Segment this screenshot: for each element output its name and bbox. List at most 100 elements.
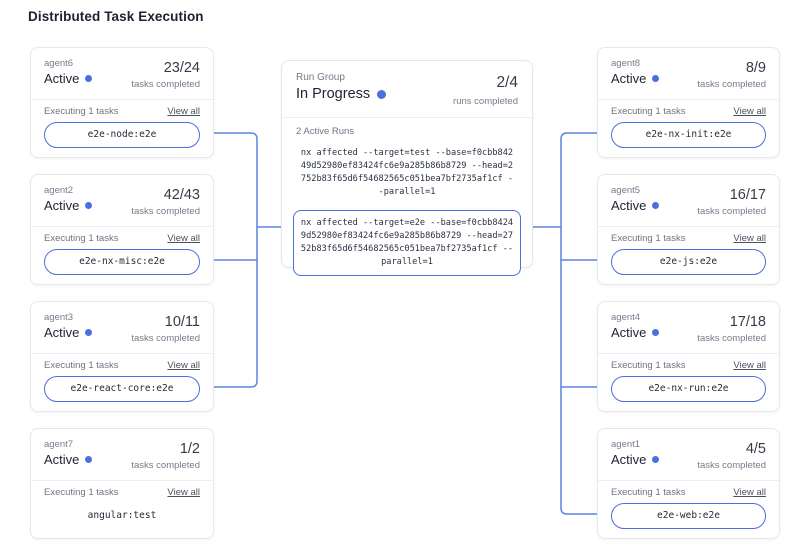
active-status-dot	[85, 456, 92, 463]
agent-name: agent3	[44, 312, 92, 323]
agent-card-footer: Executing 1 tasks View all e2e-nx-run:e2…	[598, 354, 779, 411]
agent-status-label: Active	[44, 198, 79, 213]
executing-label: Executing 1 tasks	[44, 487, 118, 498]
agent-card-footer: Executing 1 tasks View all e2e-react-cor…	[31, 354, 213, 411]
task-pill[interactable]: e2e-nx-init:e2e	[611, 122, 766, 148]
active-status-dot	[85, 202, 92, 209]
agent-card-footer: Executing 1 tasks View all e2e-nx-misc:e…	[31, 227, 213, 284]
executing-label: Executing 1 tasks	[44, 233, 118, 244]
task-pill[interactable]: e2e-nx-run:e2e	[611, 376, 766, 402]
run-group-body: 2 Active Runs nx affected --target=test …	[282, 118, 532, 276]
run-group-header: Run Group In Progress 2/4 runs completed	[282, 61, 532, 117]
task-count: 1/2	[131, 441, 200, 457]
in-progress-status-dot	[377, 90, 386, 99]
runs-count-label: runs completed	[453, 96, 518, 107]
task-count: 17/18	[697, 314, 766, 330]
agent-status-label: Active	[44, 452, 79, 467]
agent-card-header: agent6 Active 23/24 tasks completed	[31, 48, 213, 99]
task-count-label: tasks completed	[697, 206, 766, 217]
agent-status: Active	[44, 198, 92, 213]
run-command-test: nx affected --target=test --base=f0cbb84…	[293, 141, 521, 205]
agent-status-label: Active	[611, 325, 646, 340]
view-all-link[interactable]: View all	[167, 487, 200, 498]
agent-card-footer: Executing 1 tasks View all e2e-nx-init:e…	[598, 100, 779, 157]
task-count: 42/43	[131, 187, 200, 203]
task-count-label: tasks completed	[131, 79, 200, 90]
agent-status: Active	[611, 71, 659, 86]
agent-card-header: agent3 Active 10/11 tasks completed	[31, 302, 213, 353]
agent-card-footer: Executing 1 tasks View all e2e-node:e2e	[31, 100, 213, 157]
view-all-link[interactable]: View all	[167, 233, 200, 244]
view-all-link[interactable]: View all	[733, 360, 766, 371]
agent-card-agent3: agent3 Active 10/11 tasks completed Exec…	[30, 301, 214, 412]
agent-status-label: Active	[611, 71, 646, 86]
active-status-dot	[652, 202, 659, 209]
agent-card-header: agent5 Active 16/17 tasks completed	[598, 175, 779, 226]
view-all-link[interactable]: View all	[733, 487, 766, 498]
executing-label: Executing 1 tasks	[611, 106, 685, 117]
agent-card-header: agent8 Active 8/9 tasks completed	[598, 48, 779, 99]
task-count-label: tasks completed	[131, 460, 200, 471]
agent-card-agent8: agent8 Active 8/9 tasks completed Execut…	[597, 47, 780, 158]
task-count-label: tasks completed	[697, 460, 766, 471]
view-all-link[interactable]: View all	[733, 233, 766, 244]
page-title: Distributed Task Execution	[28, 9, 204, 24]
task-count-label: tasks completed	[697, 333, 766, 344]
executing-label: Executing 1 tasks	[611, 487, 685, 498]
agent-name: agent7	[44, 439, 92, 450]
agent-name: agent5	[611, 185, 659, 196]
run-command-e2e: nx affected --target=e2e --base=f0cbb842…	[293, 210, 521, 276]
agent-status: Active	[611, 198, 659, 213]
task-count: 4/5	[697, 441, 766, 457]
executing-label: Executing 1 tasks	[611, 233, 685, 244]
task-count-label: tasks completed	[131, 333, 200, 344]
task-count: 8/9	[697, 60, 766, 76]
agent-status: Active	[611, 325, 659, 340]
active-status-dot	[85, 329, 92, 336]
executing-label: Executing 1 tasks	[611, 360, 685, 371]
active-status-dot	[85, 75, 92, 82]
agent-card-footer: Executing 1 tasks View all angular:test	[31, 481, 213, 538]
task-count: 10/11	[131, 314, 200, 330]
agent-card-header: agent7 Active 1/2 tasks completed	[31, 429, 213, 480]
agent-status: Active	[44, 452, 92, 467]
task-count: 16/17	[697, 187, 766, 203]
run-group-card: Run Group In Progress 2/4 runs completed…	[281, 60, 533, 268]
agent-status-label: Active	[44, 71, 79, 86]
view-all-link[interactable]: View all	[167, 360, 200, 371]
active-status-dot	[652, 456, 659, 463]
agent-name: agent2	[44, 185, 92, 196]
runs-count: 2/4	[453, 74, 518, 92]
agent-status: Active	[44, 71, 92, 86]
task-pill[interactable]: e2e-react-core:e2e	[44, 376, 200, 402]
active-status-dot	[652, 75, 659, 82]
agent-name: agent6	[44, 58, 92, 69]
task-pill[interactable]: e2e-node:e2e	[44, 122, 200, 148]
run-group-status: In Progress	[296, 86, 386, 102]
agent-card-header: agent1 Active 4/5 tasks completed	[598, 429, 779, 480]
agent-name: agent4	[611, 312, 659, 323]
agent-card-agent6: agent6 Active 23/24 tasks completed Exec…	[30, 47, 214, 158]
executing-label: Executing 1 tasks	[44, 360, 118, 371]
view-all-link[interactable]: View all	[733, 106, 766, 117]
agent-card-header: agent2 Active 42/43 tasks completed	[31, 175, 213, 226]
agent-name: agent1	[611, 439, 659, 450]
agent-card-agent1: agent1 Active 4/5 tasks completed Execut…	[597, 428, 780, 539]
task-pill[interactable]: angular:test	[44, 503, 200, 529]
agent-card-agent4: agent4 Active 17/18 tasks completed Exec…	[597, 301, 780, 412]
agent-status-label: Active	[44, 325, 79, 340]
agent-card-agent5: agent5 Active 16/17 tasks completed Exec…	[597, 174, 780, 285]
agent-card-footer: Executing 1 tasks View all e2e-web:e2e	[598, 481, 779, 538]
view-all-link[interactable]: View all	[167, 106, 200, 117]
active-status-dot	[652, 329, 659, 336]
run-group-status-label: In Progress	[296, 86, 370, 102]
active-runs-label: 2 Active Runs	[296, 126, 518, 137]
agent-status: Active	[611, 452, 659, 467]
agent-name: agent8	[611, 58, 659, 69]
agent-card-footer: Executing 1 tasks View all e2e-js:e2e	[598, 227, 779, 284]
task-count-label: tasks completed	[697, 79, 766, 90]
task-pill[interactable]: e2e-web:e2e	[611, 503, 766, 529]
agent-status-label: Active	[611, 198, 646, 213]
task-pill[interactable]: e2e-nx-misc:e2e	[44, 249, 200, 275]
task-pill[interactable]: e2e-js:e2e	[611, 249, 766, 275]
